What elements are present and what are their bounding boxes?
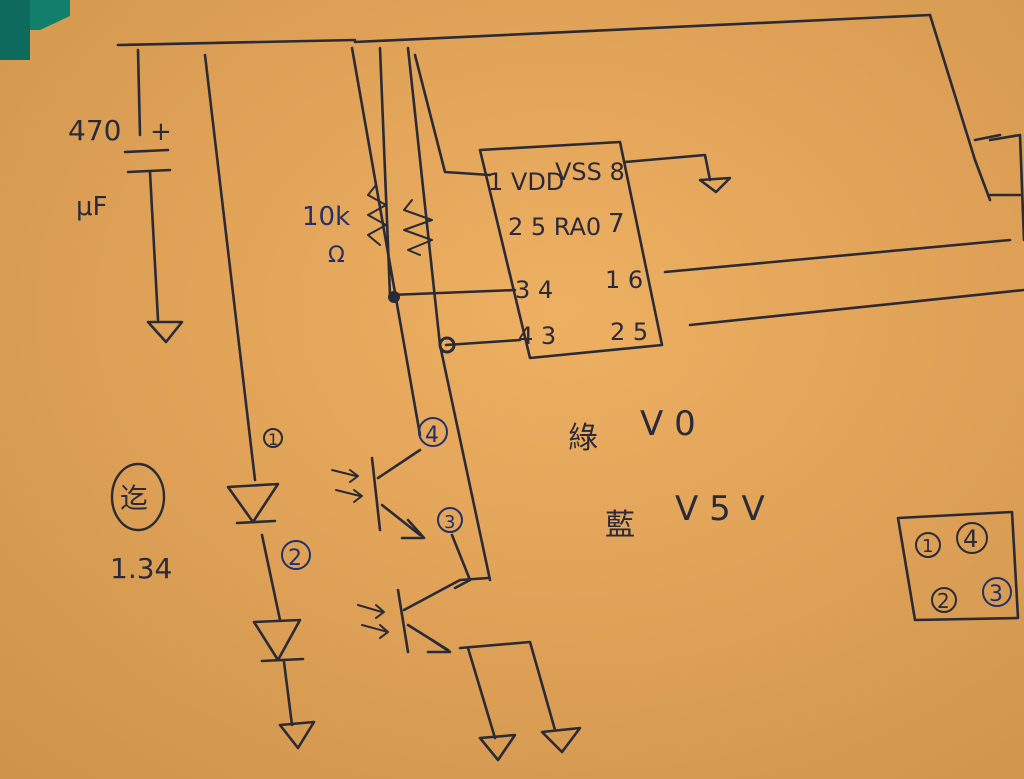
capacitor-unit-label: μF [76,192,108,222]
transistor-3-marker: 3 [437,507,463,533]
ic-chip [478,140,1024,360]
blue-note-value: V 5 V [675,489,765,529]
chip-pin5-label: 2 5 [610,318,648,346]
chip-pin1-label: 1 VDD [488,168,564,196]
svg-text:2: 2 [288,546,302,571]
top-power-rail [116,13,1022,202]
green-note-value: V 0 [640,404,696,444]
chip-pin3-label: 3 4 [515,276,553,304]
led-branch [203,53,316,750]
chip-pin4-label: 4 3 [518,322,556,350]
svg-text:3: 3 [444,512,455,533]
resistor-value-label: 10k [302,202,350,232]
chip-pin8-label: VSS 8 [555,158,625,186]
svg-text:2: 2 [937,589,950,613]
capacitor-plus-label: + [150,117,172,147]
green-board-edge [0,0,30,60]
right-edge-fragment [988,133,1024,242]
resistor-unit-label: Ω [328,243,345,268]
led-2-marker: 2 [281,540,311,571]
capacitor-value-label: 470 [68,114,121,147]
svg-text:3: 3 [989,582,1003,607]
phototransistor-2 [357,576,582,762]
phototransistor-1 [331,448,426,540]
green-note-label: 綠 [568,421,598,456]
resistor-1 [367,184,387,246]
circled-note: 迄 [110,462,166,532]
capacitor-symbol [123,48,184,344]
junction-dot-1 [388,291,400,303]
svg-text:4: 4 [425,423,439,448]
chip-pin7-label: 7 [608,209,625,239]
chip-pin2-label: 2 5 RA0 [508,213,601,241]
pinout-diagram: 1 4 2 3 [896,510,1020,622]
junction-dot-2 [438,336,456,354]
svg-text:4: 4 [963,525,978,553]
svg-text:迄: 迄 [120,482,148,515]
led-1-marker: 1 [263,428,283,449]
circled-note-sub: 1.34 [110,552,172,585]
svg-text:1: 1 [268,430,278,449]
chip-pin6-label: 1 6 [605,266,643,294]
resistor-2 [403,199,433,256]
blue-note-label: 藍 [605,508,635,543]
svg-text:1: 1 [922,536,933,557]
transistor-4-marker: 4 [418,417,448,448]
